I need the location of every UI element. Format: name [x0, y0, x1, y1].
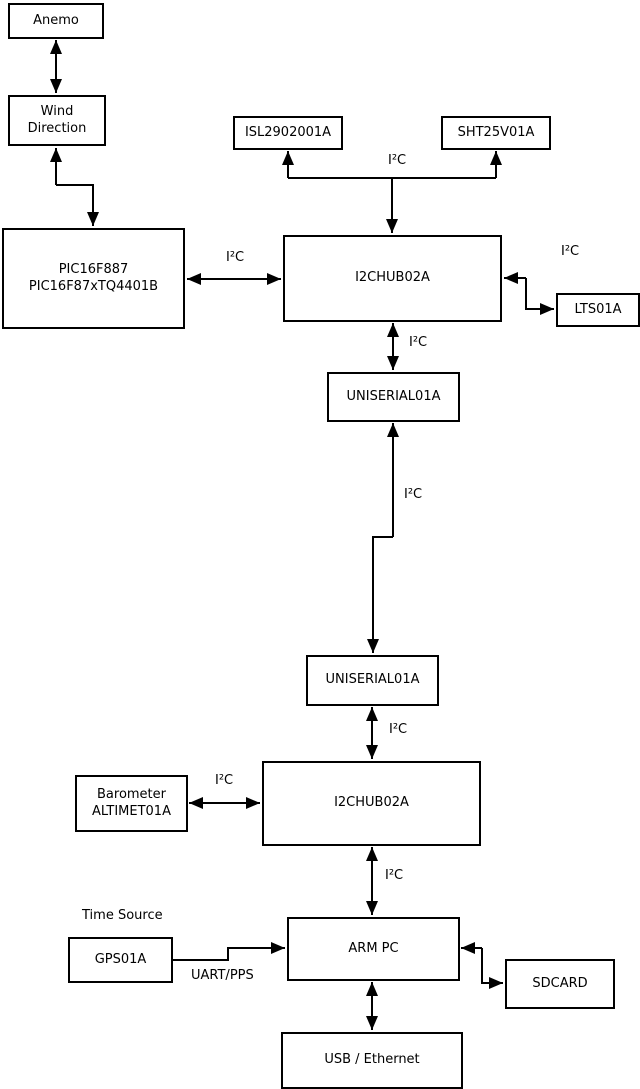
edge-gps-arm — [172, 942, 285, 961]
node-i2chub02a-lower: I2CHUB02A — [262, 761, 481, 846]
node-barometer: Barometer ALTIMET01A — [75, 775, 188, 832]
node-usb-ethernet: USB / Ethernet — [281, 1032, 463, 1089]
node-gps01a-label: GPS01A — [94, 951, 147, 967]
node-sdcard: SDCARD — [505, 959, 615, 1009]
node-anemo: Anemo — [8, 3, 104, 39]
node-sht25v01a: SHT25V01A — [441, 116, 551, 150]
node-sht25v01a-label: SHT25V01A — [457, 124, 535, 140]
node-gps01a: GPS01A — [68, 937, 173, 983]
node-lts01a-label: LTS01A — [574, 301, 622, 317]
node-barometer-label: Barometer ALTIMET01A — [92, 787, 171, 819]
node-pic-controller-label: PIC16F887 PIC16F87xTQ4401B — [28, 262, 159, 294]
node-lts01a: LTS01A — [556, 293, 640, 327]
node-wind-direction-label: Wind Direction — [27, 104, 87, 136]
edge-arm-sdcard — [481, 948, 503, 989]
node-i2chub02a-upper-label: I2CHUB02A — [355, 270, 430, 286]
node-isl2902001a: ISL2902001A — [233, 116, 343, 150]
edge-label-uart-pps: UART/PPS — [191, 968, 254, 983]
node-sdcard-label: SDCARD — [532, 975, 588, 991]
node-uniserial01a-lower-label: UNISERIAL01A — [325, 672, 420, 688]
node-i2chub02a-upper: I2CHUB02A — [283, 235, 502, 322]
edge-label-i2c-barometer-hub2: I²C — [215, 773, 234, 788]
node-arm-pc: ARM PC — [287, 917, 460, 981]
node-uniserial01a-upper: UNISERIAL01A — [327, 372, 460, 422]
node-anemo-label: Anemo — [33, 12, 79, 28]
node-uniserial01a-upper-label: UNISERIAL01A — [346, 388, 441, 404]
edge-uni-link-down — [367, 536, 393, 653]
edge-label-i2c-hub2-armpc: I²C — [385, 868, 404, 883]
edge-label-i2c-hub1-lts: I²C — [561, 244, 580, 259]
edge-label-i2c-uniserial2-hub2: I²C — [389, 722, 408, 737]
node-isl2902001a-label: ISL2902001A — [244, 124, 332, 140]
edge-label-i2c-sensors-top: I²C — [388, 153, 407, 168]
node-uniserial01a-lower: UNISERIAL01A — [306, 655, 439, 706]
edge-wind-pic-down — [56, 184, 99, 226]
node-usb-ethernet-label: USB / Ethernet — [324, 1052, 420, 1068]
node-wind-direction: Wind Direction — [8, 95, 106, 146]
edge-hub1-lts — [525, 278, 554, 315]
node-arm-pc-label: ARM PC — [348, 940, 399, 956]
node-i2chub02a-lower-label: I2CHUB02A — [334, 795, 409, 811]
edge-label-time-source: Time Source — [82, 908, 163, 923]
edge-label-i2c-pic-hub1: I²C — [226, 250, 245, 265]
node-pic-controller: PIC16F887 PIC16F87xTQ4401B — [2, 228, 185, 329]
edge-label-i2c-uniserial-link: I²C — [404, 487, 423, 502]
edge-label-i2c-hub1-uniserial1: I²C — [409, 335, 428, 350]
